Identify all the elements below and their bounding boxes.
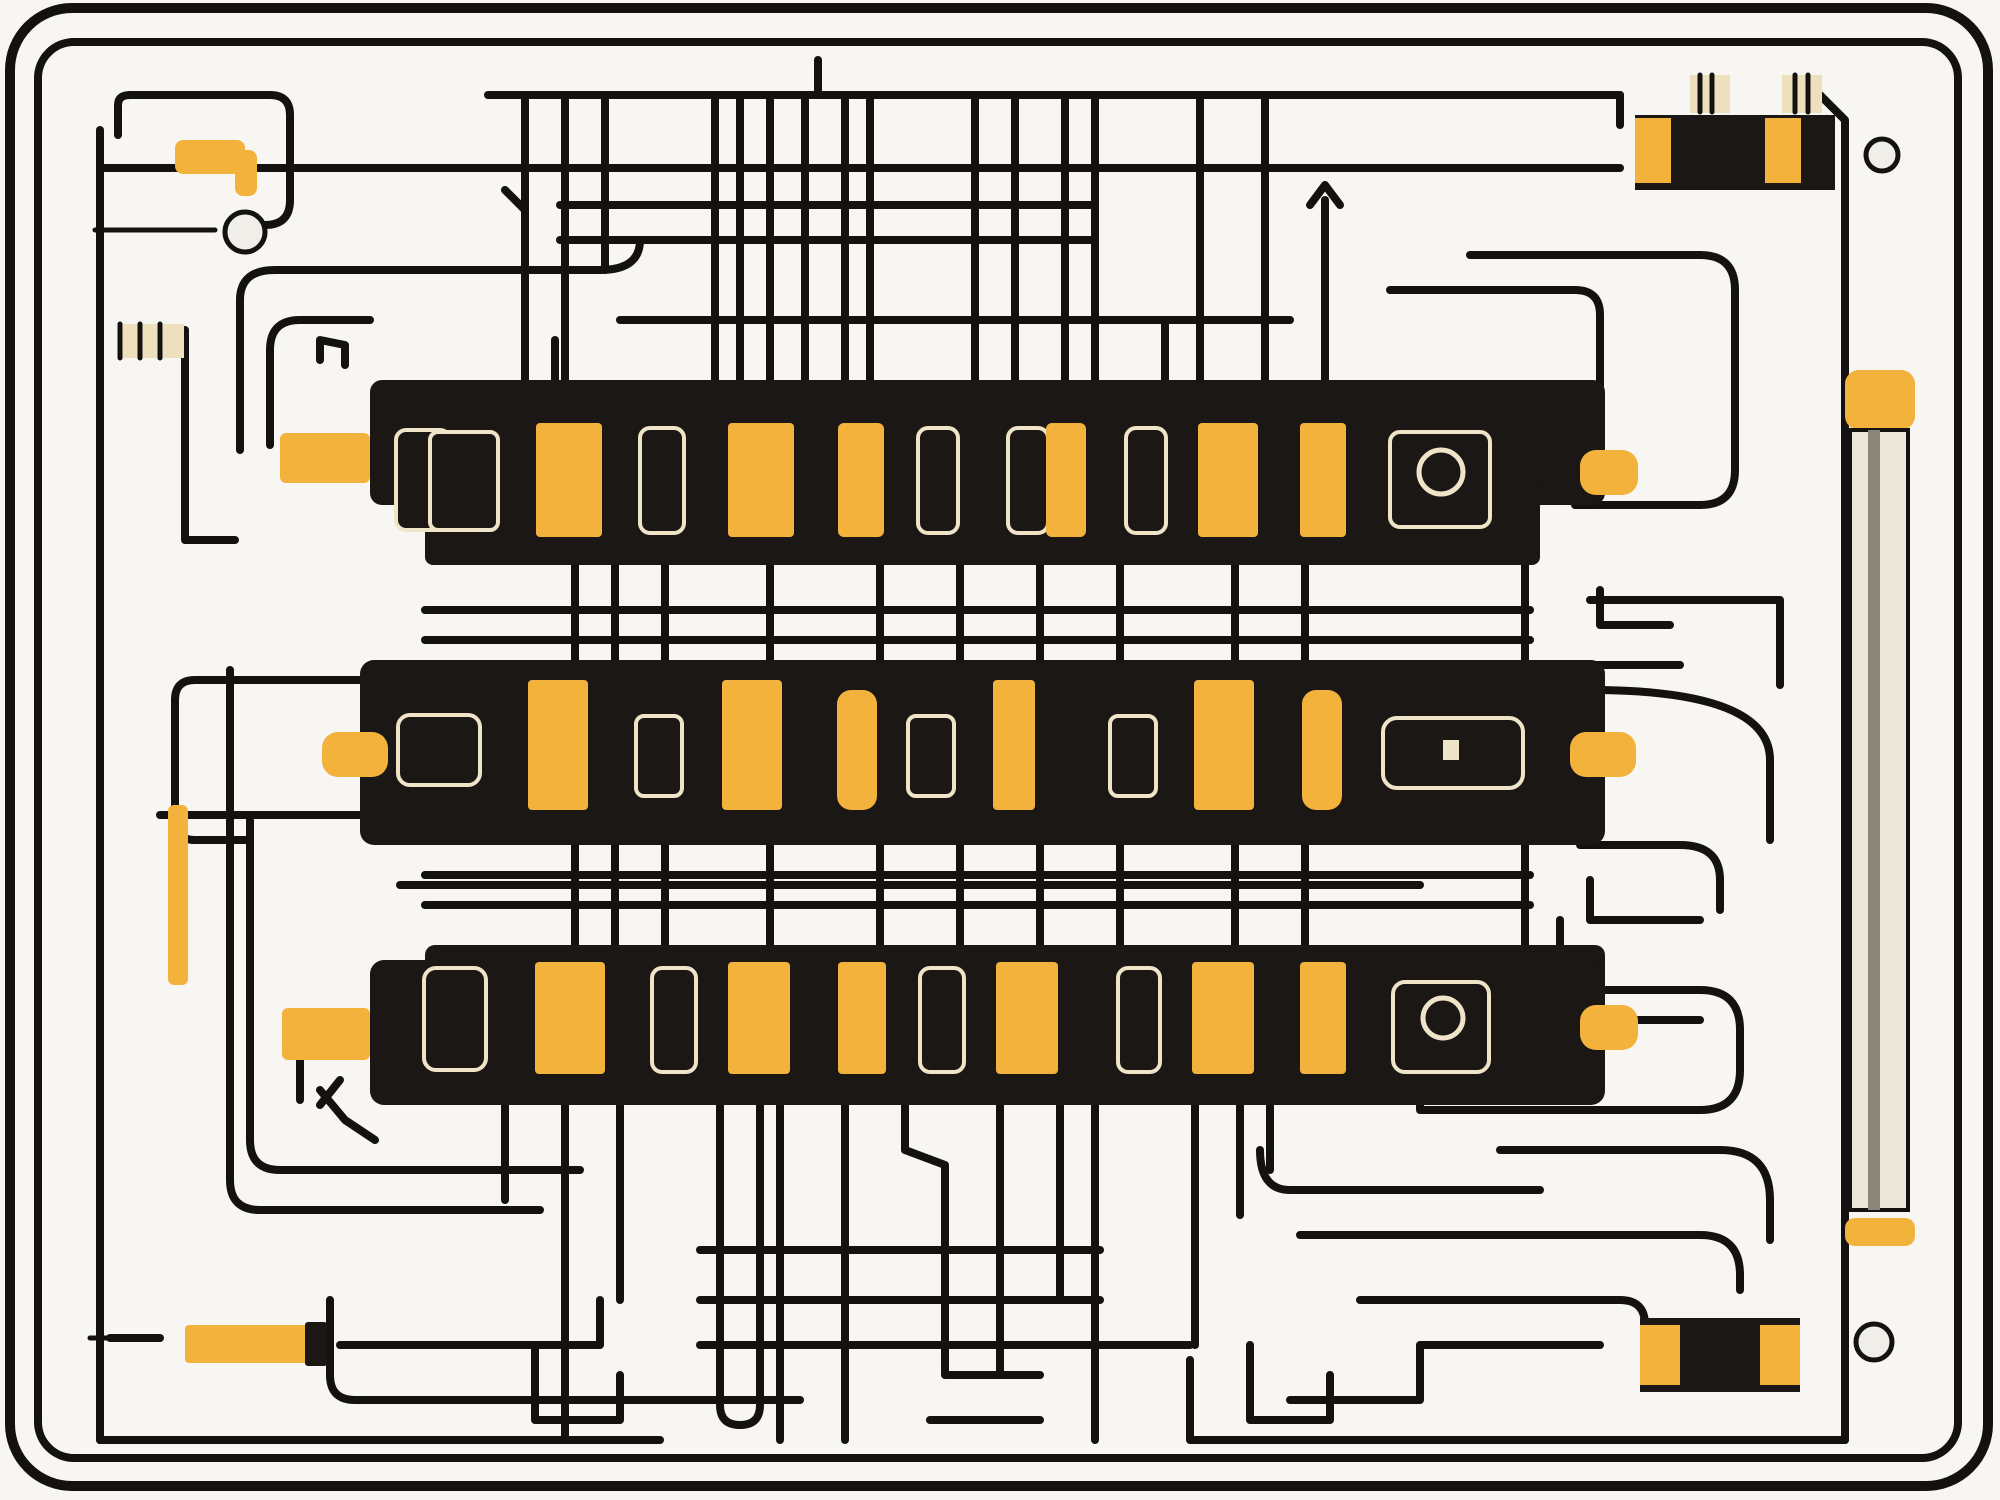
fuse-connector-icon[interactable] xyxy=(1580,450,1638,495)
right-wiring xyxy=(1186,91,1849,1444)
outer-frame xyxy=(5,3,1993,1491)
breaker-slot[interactable] xyxy=(1194,680,1254,810)
breaker-slot[interactable] xyxy=(838,423,884,537)
left-components xyxy=(92,140,327,1366)
screw-terminal-icon[interactable] xyxy=(1853,1321,1895,1363)
slot-outline[interactable] xyxy=(1116,966,1162,1074)
slot-outline[interactable] xyxy=(650,966,698,1074)
fuse-connector-icon[interactable] xyxy=(1580,1005,1638,1050)
inner-frame xyxy=(34,38,1962,1462)
fuse-connector-icon[interactable] xyxy=(168,805,188,985)
bus-bar-top xyxy=(280,380,1638,565)
breaker-slot[interactable] xyxy=(1300,962,1346,1074)
left-wiring xyxy=(87,91,804,1444)
breaker-slot[interactable] xyxy=(1046,423,1086,537)
fuse-connector-icon[interactable] xyxy=(1570,732,1636,777)
breaker-slot[interactable] xyxy=(996,962,1058,1074)
dial-icon[interactable] xyxy=(1388,430,1492,529)
breaker-slot[interactable] xyxy=(722,680,782,810)
slot-outline[interactable] xyxy=(1006,426,1050,535)
breaker-slot[interactable] xyxy=(728,423,794,537)
fuse-connector-icon[interactable] xyxy=(322,732,388,777)
slot-outline[interactable] xyxy=(906,714,956,798)
breaker-slot[interactable] xyxy=(838,962,886,1074)
slot-outline[interactable] xyxy=(634,714,684,798)
breaker-slot[interactable] xyxy=(1302,690,1342,810)
breaker-slot[interactable] xyxy=(528,680,588,810)
right-vertical-gauge xyxy=(1845,370,1915,1246)
top-right-connector xyxy=(1635,72,1901,190)
slot-outline[interactable] xyxy=(396,713,482,787)
breaker-slot[interactable] xyxy=(837,690,877,810)
top-header-wires xyxy=(96,56,1624,214)
top-riser-bundle xyxy=(501,91,1344,384)
bottom-right-connector xyxy=(1640,1318,1895,1392)
slot-outline[interactable] xyxy=(638,426,686,535)
breaker-slot[interactable] xyxy=(993,680,1035,810)
bus-bar-bottom xyxy=(282,945,1638,1105)
screw-terminal-icon[interactable] xyxy=(222,209,268,255)
bus-bar-middle xyxy=(322,660,1636,845)
fuse-connector-icon[interactable] xyxy=(282,1008,370,1060)
slot-outline[interactable] xyxy=(1124,426,1168,535)
slot-outline[interactable] xyxy=(422,966,488,1072)
slot-outline[interactable] xyxy=(916,426,960,535)
bottom-riser-bundle xyxy=(501,1101,1274,1444)
breaker-slot[interactable] xyxy=(1192,962,1254,1074)
breaker-slot[interactable] xyxy=(728,962,790,1074)
fuse-connector-icon[interactable] xyxy=(280,433,370,483)
breaker-slot[interactable] xyxy=(1300,423,1346,537)
breaker-slot[interactable] xyxy=(1198,423,1258,537)
indicator-screw-terminal-icon[interactable] xyxy=(1381,716,1525,790)
fuse-connector-icon[interactable] xyxy=(185,1325,325,1363)
dial-icon[interactable] xyxy=(1391,980,1491,1074)
fuse-connector-icon[interactable] xyxy=(175,140,245,174)
breaker-slot[interactable] xyxy=(536,423,602,537)
breaker-slot[interactable] xyxy=(535,962,605,1074)
slot-outline[interactable] xyxy=(428,430,500,532)
slot-outline[interactable] xyxy=(918,966,966,1074)
screw-terminal-icon[interactable] xyxy=(1863,136,1901,174)
slot-outline[interactable] xyxy=(1108,714,1158,798)
